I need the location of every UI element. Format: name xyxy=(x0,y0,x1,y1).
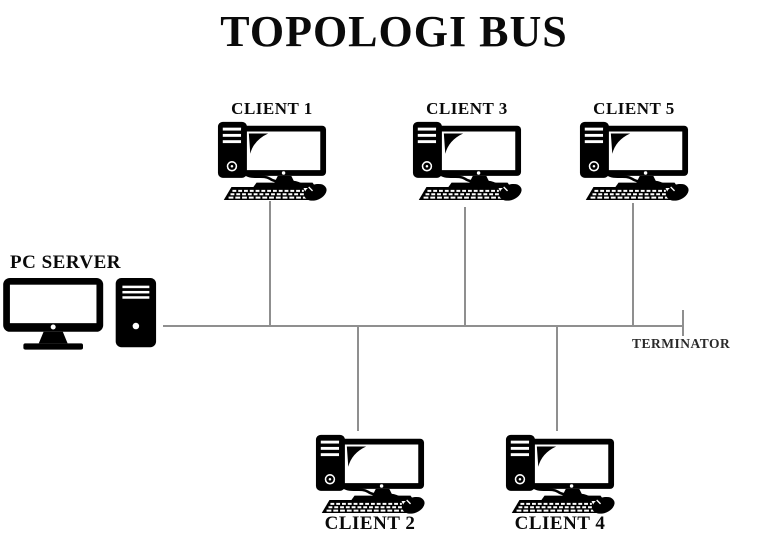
connector-line-client1 xyxy=(269,201,271,325)
client-computer-icon xyxy=(504,431,616,514)
node-client-5: CLIENT 5 xyxy=(578,99,690,201)
node-pc-server: PC SERVER xyxy=(2,253,168,352)
server-computer-icon xyxy=(2,277,164,352)
client-label: CLIENT 2 xyxy=(324,513,416,534)
connector-line-client5 xyxy=(632,203,634,325)
client-computer-icon xyxy=(314,431,426,514)
node-client-4: CLIENT 4 xyxy=(504,431,616,534)
connector-line-client3 xyxy=(464,207,466,325)
connector-line-client4 xyxy=(556,326,558,431)
client-label: CLIENT 4 xyxy=(514,513,606,534)
client-label: CLIENT 3 xyxy=(426,99,508,118)
terminator-tick xyxy=(682,310,684,336)
bus-line xyxy=(163,325,683,327)
terminator-label: TERMINATOR xyxy=(632,336,731,351)
client-label: CLIENT 1 xyxy=(231,99,313,118)
client-computer-icon xyxy=(411,118,523,201)
connector-line-client2 xyxy=(357,326,359,431)
node-client-3: CLIENT 3 xyxy=(411,99,523,201)
node-client-2: CLIENT 2 xyxy=(314,431,426,534)
client-label: CLIENT 5 xyxy=(593,99,675,118)
diagram-title: TOPOLOGI BUS xyxy=(220,7,568,56)
client-computer-icon xyxy=(578,118,690,201)
server-label: PC SERVER xyxy=(10,252,121,273)
client-computer-icon xyxy=(216,118,328,201)
node-client-1: CLIENT 1 xyxy=(216,99,328,201)
